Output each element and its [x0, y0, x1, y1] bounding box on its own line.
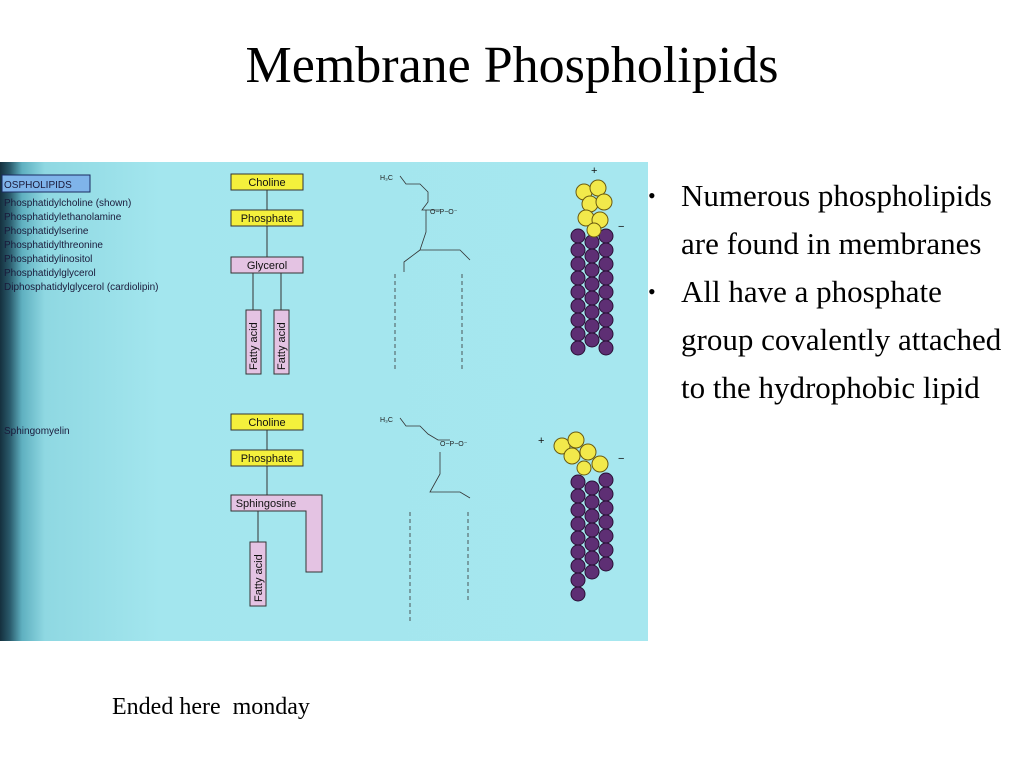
sphingomyelin-label: Sphingomyelin — [4, 426, 70, 437]
space-filling-model-top — [570, 179, 614, 356]
footer-note: Ended here monday — [112, 694, 310, 720]
bullet-icon: • — [648, 279, 656, 304]
bullet-item: • All have a phosphate group covalently … — [648, 268, 1018, 412]
negative-charge: − — [618, 221, 624, 233]
phospholipid-item: Phosphatidylinositol — [4, 254, 92, 265]
bullet-text: All have a phosphate group covalently at… — [681, 274, 1002, 405]
glycerophospholipid-schematic: Choline Phosphate Glycerol Fatty acid Fa… — [230, 173, 304, 375]
phospholipid-item: Phosphatidylthreonine — [4, 240, 103, 251]
sphingomyelin-schematic: Choline Phosphate Sphingosine Fatty acid — [230, 413, 323, 607]
bullet-icon: • — [648, 183, 656, 208]
chemical-structure-top — [394, 175, 471, 372]
glycerol-box: Glycerol — [247, 260, 287, 272]
phospholipid-item: Phosphatidylglycerol — [4, 268, 96, 279]
space-filling-model-bottom — [553, 431, 614, 602]
positive-charge: + — [591, 165, 597, 177]
slide-title: Membrane Phospholipids — [245, 37, 779, 94]
negative-charge: − — [618, 453, 624, 465]
phospholipid-item: Diphosphatidylglycerol (cardiolipin) — [4, 282, 159, 293]
choline-box: Choline — [248, 177, 285, 189]
chemical-structure-bottom — [399, 417, 471, 622]
fatty-acid-box: Fatty acid — [248, 322, 260, 370]
chem-label: O−P−O⁻ — [430, 209, 458, 216]
fatty-acid-box: Fatty acid — [276, 322, 288, 370]
phospholipid-item: Phosphatidylserine — [4, 226, 89, 237]
positive-charge: + — [538, 435, 544, 447]
bullet-text: Numerous phospholipids are found in memb… — [681, 178, 992, 261]
phosphate-box: Phosphate — [241, 453, 294, 465]
bullet-item: • Numerous phospholipids are found in me… — [648, 172, 1018, 268]
bullet-list: • Numerous phospholipids are found in me… — [648, 172, 1018, 412]
phosphate-box: Phosphate — [241, 213, 294, 225]
chem-label: O−P−O⁻ — [440, 441, 468, 448]
choline-box: Choline — [248, 417, 285, 429]
phospholipid-item: Phosphatidylethanolamine — [4, 212, 122, 223]
sphingosine-box: Sphingosine — [236, 498, 297, 510]
list-header-box — [1, 174, 91, 193]
phospholipid-item: Phosphatidylcholine (shown) — [4, 198, 131, 209]
fatty-acid-box: Fatty acid — [253, 554, 265, 602]
chem-label: H₃C — [380, 417, 393, 424]
list-header: OSPHOLIPIDS — [4, 180, 72, 191]
phospholipid-figure: OSPHOLIPIDS Phosphatidylcholine (shown) … — [0, 162, 648, 641]
chem-label: H₃C — [380, 175, 393, 182]
